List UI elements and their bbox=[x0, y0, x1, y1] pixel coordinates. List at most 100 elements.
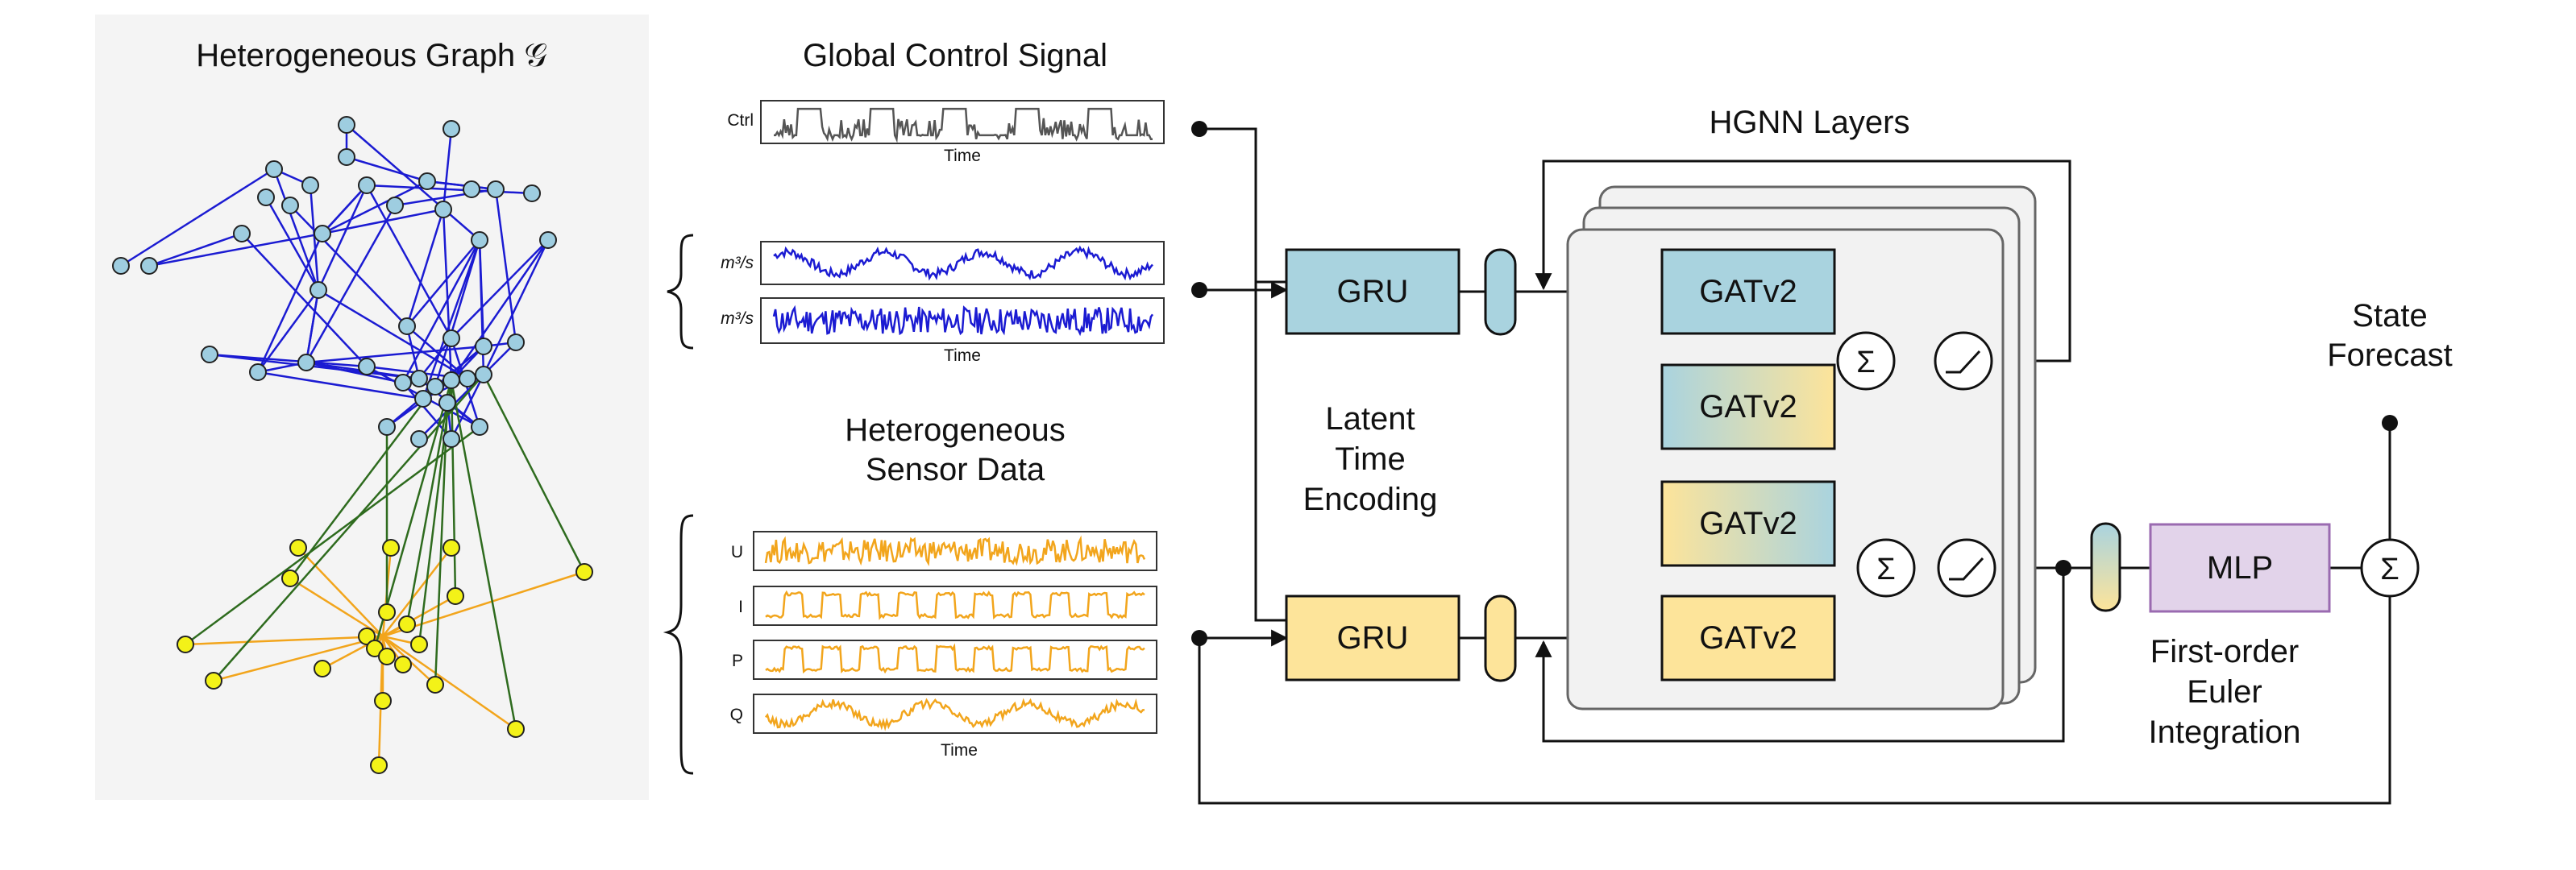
sum-symbol-output: Σ bbox=[2380, 553, 2399, 586]
graph-edge bbox=[148, 232, 323, 267]
graph-edge bbox=[241, 233, 368, 367]
hgnn-output-dot bbox=[2055, 560, 2071, 576]
gatv2-label-1: GATv2 bbox=[1699, 274, 1797, 309]
graph-edge bbox=[305, 205, 397, 363]
sensor-title-line2: Sensor Data bbox=[866, 452, 1045, 487]
sensor-title-line1: Heterogeneous bbox=[845, 412, 1066, 448]
euler-label-line2: Euler bbox=[2187, 674, 2262, 710]
graph-edge bbox=[305, 361, 404, 384]
graph-node-blue bbox=[471, 231, 488, 249]
graph-edges bbox=[120, 124, 586, 766]
graph-edge bbox=[450, 379, 517, 730]
graph-edge bbox=[442, 209, 453, 381]
graph-edge bbox=[185, 635, 384, 646]
gru-bottom-label: GRU bbox=[1337, 620, 1409, 656]
flow-brace bbox=[667, 234, 694, 350]
graph-node-blue bbox=[140, 257, 158, 275]
sensor-series bbox=[765, 643, 1145, 674]
sensor-brace bbox=[663, 514, 694, 775]
graph-edge bbox=[434, 239, 481, 387]
gatv2-block-3 bbox=[1660, 480, 1836, 567]
graph-edge bbox=[365, 184, 453, 339]
graph-edge bbox=[322, 184, 368, 234]
graph-node-blue bbox=[394, 374, 412, 392]
graph-edge bbox=[382, 570, 585, 638]
graph-node-yellow bbox=[289, 539, 307, 557]
state-forecast-line1: State bbox=[2352, 298, 2427, 334]
graph-node-blue bbox=[314, 225, 331, 242]
graph-node-blue bbox=[410, 370, 428, 387]
euler-label-line1: First-order bbox=[2150, 634, 2299, 669]
graph-node-yellow bbox=[374, 692, 392, 710]
graph-node-blue bbox=[442, 120, 460, 138]
graph-node-blue bbox=[281, 197, 299, 214]
latent-capsule-bottom bbox=[1484, 594, 1517, 682]
relu-curve-bottom bbox=[1949, 557, 1984, 581]
graph-panel: Heterogeneous Graph 𝒢 bbox=[95, 14, 649, 800]
graph-edge bbox=[213, 635, 384, 682]
graph-node-blue bbox=[249, 363, 267, 381]
sensor-series bbox=[765, 698, 1145, 731]
mlp-block bbox=[2149, 523, 2331, 613]
graph-node-blue bbox=[358, 176, 376, 194]
sensor-series bbox=[765, 590, 1145, 620]
latent-label-line2: Time bbox=[1335, 441, 1405, 477]
graph-node-blue bbox=[523, 184, 541, 202]
sensor-channel-label: I bbox=[738, 598, 743, 616]
flow-unit-1: m³/s bbox=[721, 254, 754, 272]
graph-edge bbox=[482, 374, 586, 573]
hgnn-title: HGNN Layers bbox=[1710, 105, 1910, 140]
graph-edge bbox=[289, 205, 408, 327]
graph-node-blue bbox=[418, 172, 436, 190]
graph-edge bbox=[289, 577, 384, 638]
graph-edge bbox=[148, 232, 243, 267]
graph-node-blue bbox=[410, 430, 428, 448]
graph-nodes bbox=[112, 116, 593, 774]
graph-node-blue bbox=[398, 317, 416, 335]
graph-node-yellow bbox=[378, 648, 396, 665]
graph-node-blue bbox=[434, 201, 452, 218]
graph-node-blue bbox=[442, 371, 460, 389]
relu-icon-bottom bbox=[1937, 538, 1996, 598]
graph-node-yellow bbox=[177, 636, 194, 653]
graph-edge bbox=[405, 402, 449, 625]
graph-edge bbox=[264, 197, 320, 291]
graph-edge bbox=[426, 180, 497, 191]
graph-edge bbox=[256, 233, 324, 373]
graph-node-blue bbox=[378, 418, 396, 436]
graph-node-blue bbox=[265, 160, 283, 178]
graph-edge bbox=[422, 239, 481, 400]
graph-edge bbox=[185, 425, 480, 646]
graph-node-blue bbox=[297, 354, 315, 371]
graph-node-yellow bbox=[205, 672, 222, 690]
graph-node-yellow bbox=[575, 563, 593, 581]
sum-node-output bbox=[2360, 538, 2420, 598]
sensor-series bbox=[764, 535, 1146, 566]
graph-node-yellow bbox=[410, 636, 428, 653]
graph-edge bbox=[442, 128, 453, 210]
graph-panel-title: Heterogeneous Graph 𝒢 bbox=[196, 38, 546, 73]
control-title: Global Control Signal bbox=[803, 38, 1107, 73]
graph-edge bbox=[305, 289, 320, 363]
graph-edge bbox=[272, 168, 320, 291]
graph-edge bbox=[257, 371, 424, 400]
gatv2-block-2 bbox=[1660, 363, 1836, 450]
sensor-channel-label: Q bbox=[730, 706, 743, 724]
graph-node-blue bbox=[201, 346, 218, 363]
graph-node-blue bbox=[475, 338, 492, 355]
gatv2-label-3: GATv2 bbox=[1699, 506, 1797, 541]
sum-symbol-bottom: Σ bbox=[1876, 553, 1896, 586]
hgnn-output-capsule bbox=[2090, 522, 2121, 612]
graph-node-yellow bbox=[442, 539, 460, 557]
graph-node-blue bbox=[233, 225, 251, 242]
graph-edge bbox=[317, 184, 368, 291]
graph-node-blue bbox=[301, 176, 319, 194]
graph-node-blue bbox=[487, 180, 505, 198]
sensor-channel-label: U bbox=[731, 543, 743, 561]
graph-node-yellow bbox=[382, 539, 400, 557]
graph-node-yellow bbox=[394, 656, 412, 673]
mlp-label: MLP bbox=[2207, 550, 2273, 586]
graph-node-blue bbox=[386, 197, 404, 214]
sensor-time-label: Time bbox=[941, 741, 978, 760]
